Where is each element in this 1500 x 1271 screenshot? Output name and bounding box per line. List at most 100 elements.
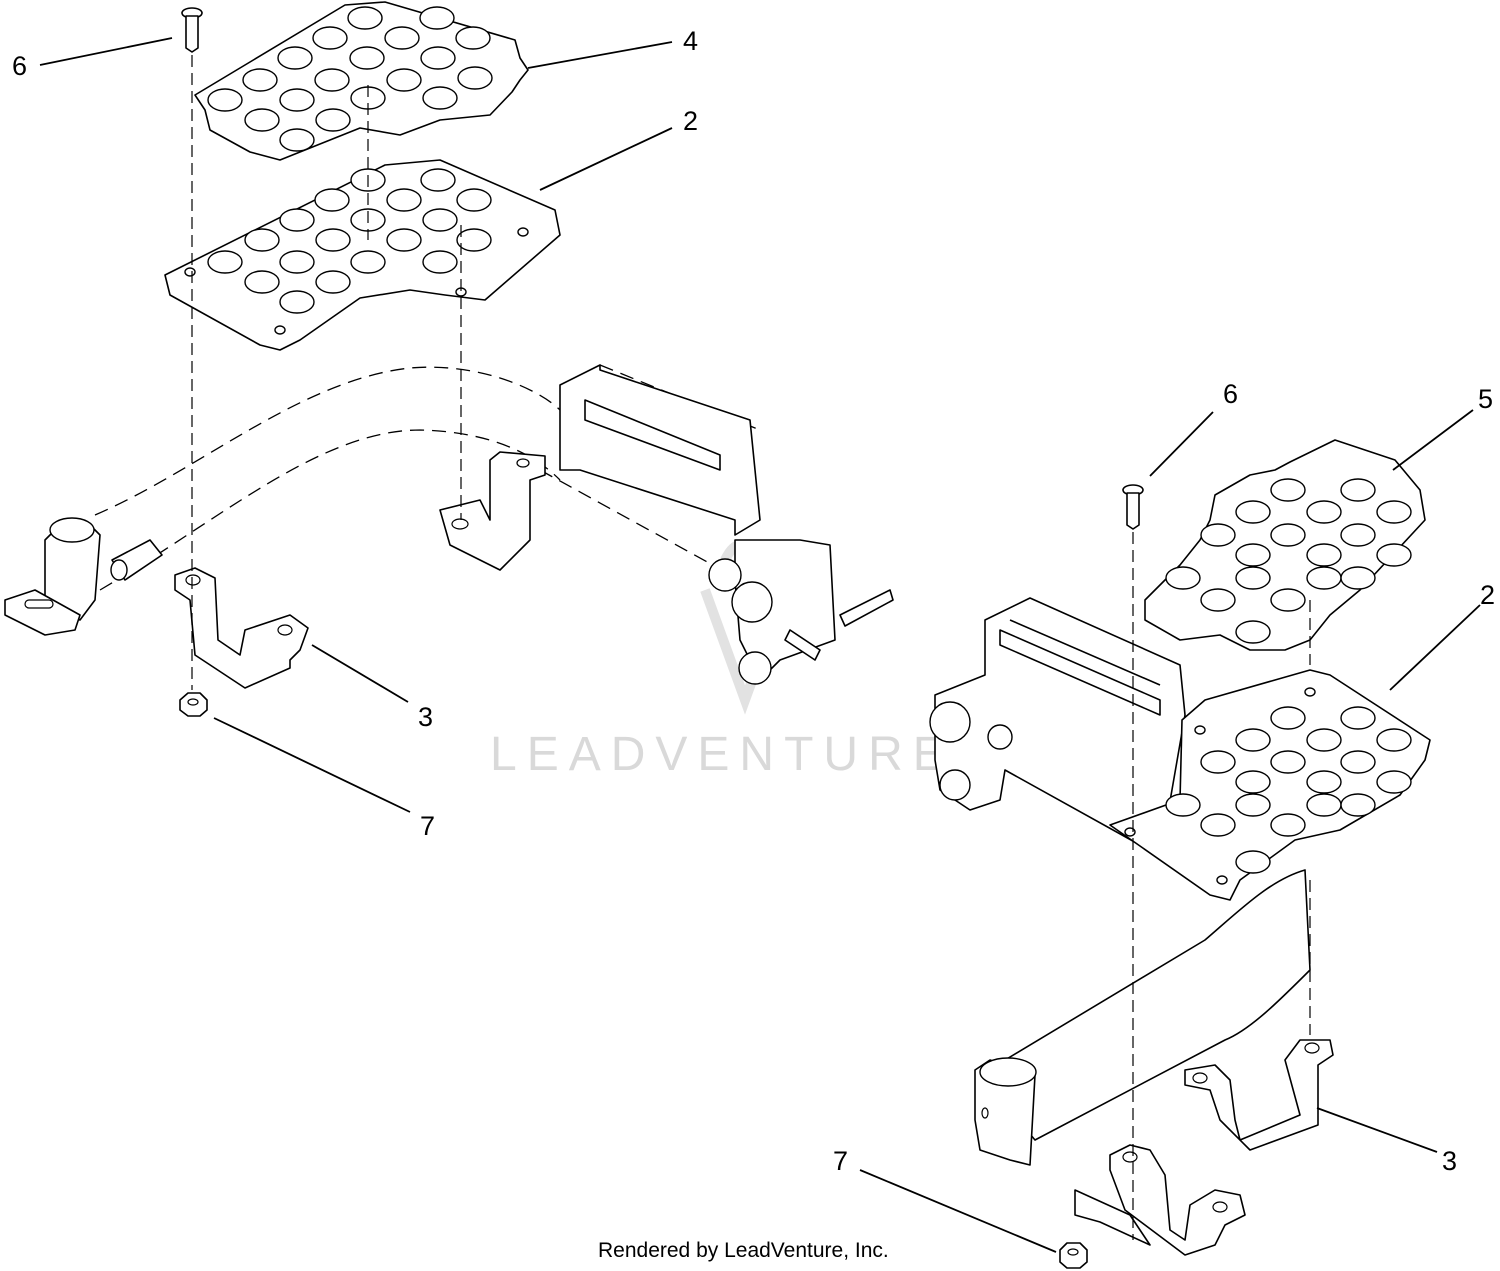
left-spacer [110,539,163,581]
perforation-hole [315,270,351,294]
perforation-hole [1306,728,1342,752]
footer-credit: Rendered by LeadVenture, Inc. [598,1239,889,1262]
perforation-hole [279,290,315,314]
right-screw [1122,484,1144,530]
perforation-hole [1376,728,1412,752]
perforation-hole [420,46,456,70]
perforation-hole [184,267,196,277]
watermark-text: LEADVENTURE [490,728,955,781]
perforation-hole [455,26,491,50]
perforation-hole [314,68,350,92]
perforation-hole [420,168,456,192]
perforation-hole [1235,770,1271,794]
perforation-hole [386,188,422,212]
perforation-hole [517,227,529,237]
perforation-hole [1376,543,1412,567]
perforation-hole [1235,728,1271,752]
perforation-hole [1200,588,1236,612]
perforation-hole [1270,523,1306,547]
left-plate-4 [194,1,529,161]
perforation-hole [1306,793,1342,817]
perforation-hole [242,68,278,92]
perforation-hole [1200,750,1236,774]
left-tube-end [4,517,101,636]
left-pivot-bracket [559,364,894,685]
perforation-hole [1306,543,1342,567]
perforation-hole [244,270,280,294]
callout-right-5: 5 [1478,384,1493,414]
perforation-hole [312,26,348,50]
perforation-hole [1235,793,1271,817]
perforation-hole [1270,813,1306,837]
perforation-hole [279,250,315,274]
perforation-hole [1340,706,1376,730]
callout-right-2: 2 [1480,580,1495,610]
perforation-hole [1306,566,1342,590]
perforation-hole [315,108,351,132]
right-pivot-bracket [929,597,1186,846]
left-screw [181,7,203,53]
callout-left-2: 2 [683,106,698,136]
left-plate-2 [164,159,561,351]
perforation-hole [1270,706,1306,730]
perforation-hole [277,46,313,70]
perforation-hole [279,128,315,152]
perforation-hole [1270,750,1306,774]
leader-lines [39,37,1481,1253]
perforation-hole [1340,750,1376,774]
callout-left-6: 6 [12,51,27,81]
perforation-hole [386,228,422,252]
right-bracket-3a [1184,1039,1334,1151]
perforation-hole [1304,687,1316,697]
perforation-hole [1270,478,1306,502]
right-nut [1059,1242,1088,1269]
perforation-hole [347,6,383,30]
perforation-hole [1306,500,1342,524]
right-axis-lines [1132,532,1311,1240]
left-bracket-3b [174,567,309,689]
perforation-hole [1235,500,1271,524]
perforation-hole [1340,478,1376,502]
perforation-hole [1235,620,1271,644]
perforation-hole [1235,850,1271,874]
left-bracket-3a [439,451,546,571]
perforation-hole [422,250,458,274]
perforation-hole [419,6,455,30]
perforation-hole [207,250,243,274]
perforation-hole [422,208,458,232]
perforation-hole [1165,566,1201,590]
perforation-hole [1270,588,1306,612]
perforation-hole [1340,566,1376,590]
perforation-hole [1200,523,1236,547]
perforation-hole [1200,813,1236,837]
right-plate-2 [1109,669,1431,901]
perforation-hole [244,108,280,132]
perforation-hole [422,86,458,110]
perforation-hole [274,325,286,335]
perforation-hole [244,228,280,252]
perforation-hole [1376,500,1412,524]
perforation-hole [1376,770,1412,794]
right-bracket-3b [1074,1144,1246,1256]
callout-right-7: 7 [833,1146,848,1176]
perforation-hole [1235,543,1271,567]
perforation-hole [456,188,492,212]
perforation-hole [207,88,243,112]
perforation-hole [279,88,315,112]
callout-right-3: 3 [1442,1146,1457,1176]
callout-left-4: 4 [683,26,698,56]
perforation-hole [350,250,386,274]
callout-left-7: 7 [420,811,435,841]
perforation-hole [457,66,493,90]
perforation-hole [349,46,385,70]
perforation-hole [1194,725,1206,735]
right-frame-tube [974,869,1311,1166]
perforation-hole [1165,793,1201,817]
perforation-hole [1235,566,1271,590]
left-axis-lines [191,55,462,690]
perforation-hole [315,228,351,252]
right-plate-5 [1144,439,1426,651]
perforation-hole [1340,523,1376,547]
perforation-hole [1306,770,1342,794]
